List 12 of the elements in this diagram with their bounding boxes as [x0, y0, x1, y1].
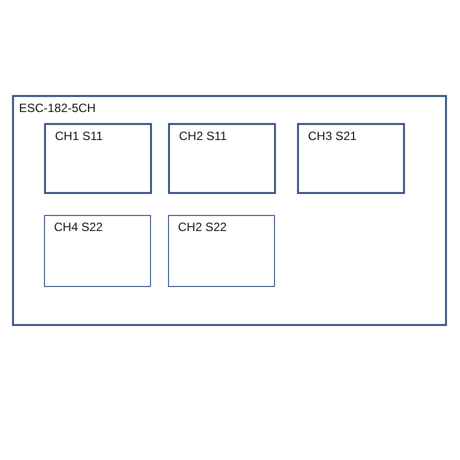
channel-label: CH2 S11 [179, 129, 227, 143]
channel-label: CH1 S11 [55, 129, 103, 143]
channel-label: CH2 S22 [178, 220, 227, 234]
channel-box [44, 123, 152, 194]
channel-label: CH3 S21 [308, 129, 357, 143]
channel-box [168, 123, 276, 194]
channel-label: CH4 S22 [54, 220, 103, 234]
group-label: ESC-182-5CH [19, 101, 96, 115]
channel-box [168, 215, 275, 287]
group-box [12, 95, 447, 326]
channel-box [297, 123, 405, 194]
channel-box [44, 215, 151, 287]
